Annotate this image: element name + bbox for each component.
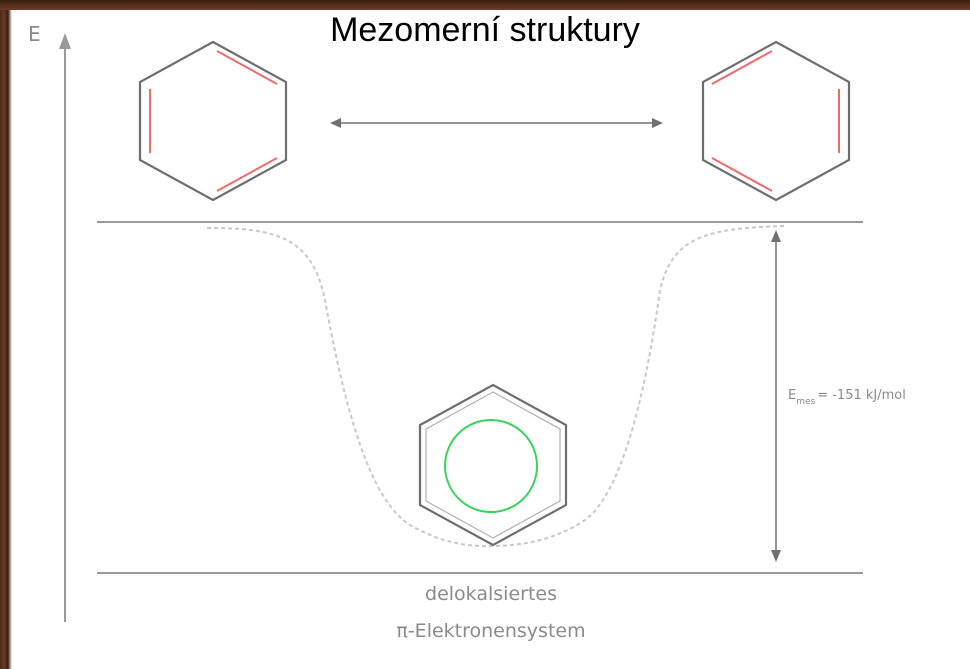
resonance-arrowhead-left — [330, 118, 341, 128]
slide-top-border — [0, 0, 970, 10]
delocalization-energy-arrowhead-top — [771, 230, 781, 242]
double-bond-right-3 — [711, 157, 773, 192]
resonance-arrowhead-right — [652, 118, 663, 128]
energy-value: = -151 kJ/mol — [817, 388, 906, 403]
delocalization-energy-arrowhead-bottom — [771, 550, 781, 562]
kekule-structure-right — [701, 40, 851, 202]
benzene-ring-right — [701, 40, 851, 202]
energy-axis-arrowhead — [59, 33, 71, 49]
energy-symbol: E — [788, 388, 796, 403]
delocalized-benzene — [418, 383, 568, 547]
aromatic-pi-circle — [444, 419, 538, 513]
caption-line-2: π-Elektronensystem — [396, 620, 585, 642]
benzene-ring-inner — [425, 391, 561, 539]
double-bond-right-1 — [711, 50, 773, 85]
kekule-structure-left — [138, 40, 288, 202]
benzene-ring-left — [138, 40, 288, 202]
caption-line-1: delokalsiertes — [425, 583, 557, 605]
delocalization-energy-label: Emes= -151 kJ/mol — [788, 388, 906, 407]
double-bond-left-2 — [216, 157, 278, 192]
energy-well-curve — [206, 225, 786, 548]
energy-axis-label: E — [28, 22, 41, 46]
energy-subscript: mes — [796, 397, 815, 407]
double-bond-left-1 — [216, 50, 278, 85]
benzene-ring-outer — [418, 383, 568, 547]
